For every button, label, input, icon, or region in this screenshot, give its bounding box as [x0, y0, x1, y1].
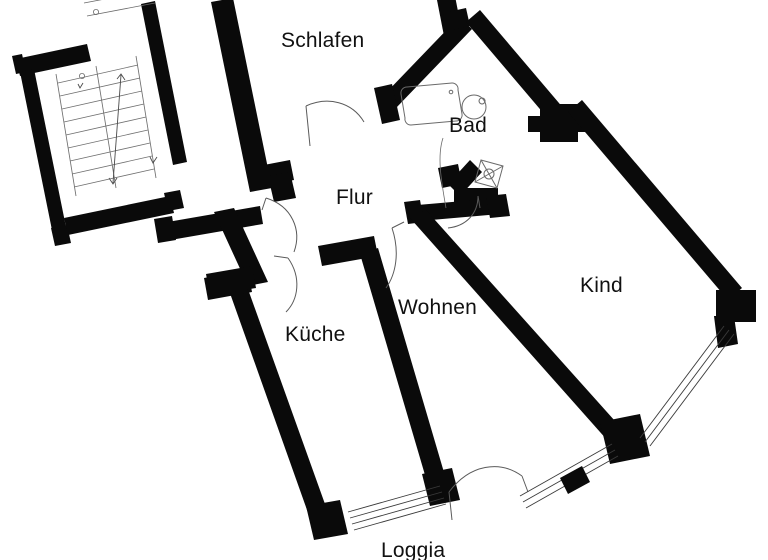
- wall-kind-east-corner: [716, 290, 756, 322]
- wall-kind-east-corner-stub: [714, 316, 738, 348]
- window-mullion-1: [560, 466, 590, 494]
- wall-junction-node: [540, 104, 578, 142]
- wall-spine-upper: [211, 0, 272, 192]
- room-label-loggia: Loggia: [381, 539, 446, 560]
- wall-stairwell-right: [141, 1, 187, 165]
- door-arc-wohnen-leaf: [391, 221, 405, 229]
- wall-kind-east: [568, 100, 742, 300]
- washbasin-tap-icon: [478, 97, 486, 105]
- wall-bad-top: [383, 17, 472, 108]
- bathroom-pipe-line: [439, 137, 447, 209]
- wall-main-diagonal-upper: [466, 10, 570, 128]
- window-loggia-l3: [351, 497, 445, 525]
- door-arc-kueche-leaf: [273, 255, 289, 259]
- wall-stairwell-bottom-stub: [164, 190, 184, 211]
- wall-spine-upper-foot2: [268, 172, 296, 202]
- room-label-flur: Flur: [336, 186, 373, 209]
- room-label-bad: Bad: [449, 114, 487, 137]
- doors-group: [261, 100, 529, 521]
- washbasin-icon: [461, 94, 487, 120]
- bathtub-drain-icon: [448, 89, 454, 95]
- wall-kueche-wohnen-foot: [422, 468, 460, 506]
- door-arc-flur-stair: [265, 197, 298, 253]
- door-arc-bad: [447, 195, 479, 229]
- wall-flur-west-drop: [214, 208, 268, 286]
- stair-treads-left: [55, 55, 157, 197]
- wall-stairwell-bottom: [64, 196, 174, 235]
- door-arc-wohnen: [385, 227, 397, 289]
- room-label-schlafen: Schlafen: [281, 29, 365, 52]
- window-kind-east-l3: [649, 333, 735, 447]
- room-label-wohnen: Wohnen: [398, 296, 478, 319]
- stair-direction-arrows: [77, 73, 158, 185]
- wall-bad-left: [374, 84, 400, 124]
- wall-stairwell-left: [20, 69, 67, 235]
- window-kind-east-l2: [644, 329, 730, 443]
- wall-wohnen-kind-foot: [600, 414, 650, 464]
- door-arc-flur-stair-leaf: [261, 197, 267, 211]
- wall-kueche-west-foot: [306, 500, 348, 540]
- wall-kueche-wohnen: [360, 248, 448, 492]
- wall-flur-west-tail: [154, 216, 176, 243]
- door-arc-kueche: [285, 257, 298, 313]
- window-loggia-l1: [347, 485, 441, 513]
- windows-group: [347, 325, 735, 531]
- window-kind-south-l1: [519, 443, 613, 497]
- floor-drain-center-icon: [483, 168, 495, 180]
- structural-walls-group: [154, 0, 756, 540]
- wall-wohnen-kind: [410, 210, 632, 450]
- wall-bad-bottom-stub: [438, 164, 462, 188]
- wall-stairwell-top: [16, 44, 91, 76]
- stair-landing-line: [83, 0, 102, 4]
- door-arc-schlafen: [305, 100, 365, 123]
- window-kind-east-l1: [639, 325, 725, 439]
- window-loggia-l4: [353, 503, 447, 531]
- stair-newel-post-2: [93, 8, 100, 15]
- wall-flur-west-drop-foot: [206, 266, 256, 296]
- wall-junction-node-arm-l: [528, 116, 542, 132]
- door-arc-loggia: [448, 466, 523, 493]
- bathroom-fixtures-group: [400, 82, 504, 209]
- door-arc-schlafen-leaf: [305, 105, 311, 147]
- wall-bad-bottom: [448, 160, 482, 196]
- window-loggia-l2: [349, 491, 443, 519]
- stair-newel-post: [79, 73, 86, 80]
- wall-stairwell-top-stub: [12, 54, 26, 74]
- wall-stairwell-left-foot: [51, 225, 71, 246]
- door-arc-bad-leaf: [477, 195, 481, 209]
- door-arc-loggia-leaf2: [521, 475, 529, 493]
- wall-flur-kind-end: [486, 194, 510, 218]
- wall-kueche-wohnen-head: [318, 236, 378, 266]
- stairwell-group: [12, 0, 187, 246]
- wall-kueche-west: [226, 278, 330, 524]
- floor-drain-cross-icon: [474, 159, 504, 189]
- room-label-kueche: Küche: [285, 323, 346, 346]
- door-arc-loggia-leaf: [448, 491, 453, 521]
- bathtub-icon: [400, 82, 463, 126]
- wall-bad-top-stub: [448, 8, 470, 30]
- room-label-kind: Kind: [580, 274, 623, 297]
